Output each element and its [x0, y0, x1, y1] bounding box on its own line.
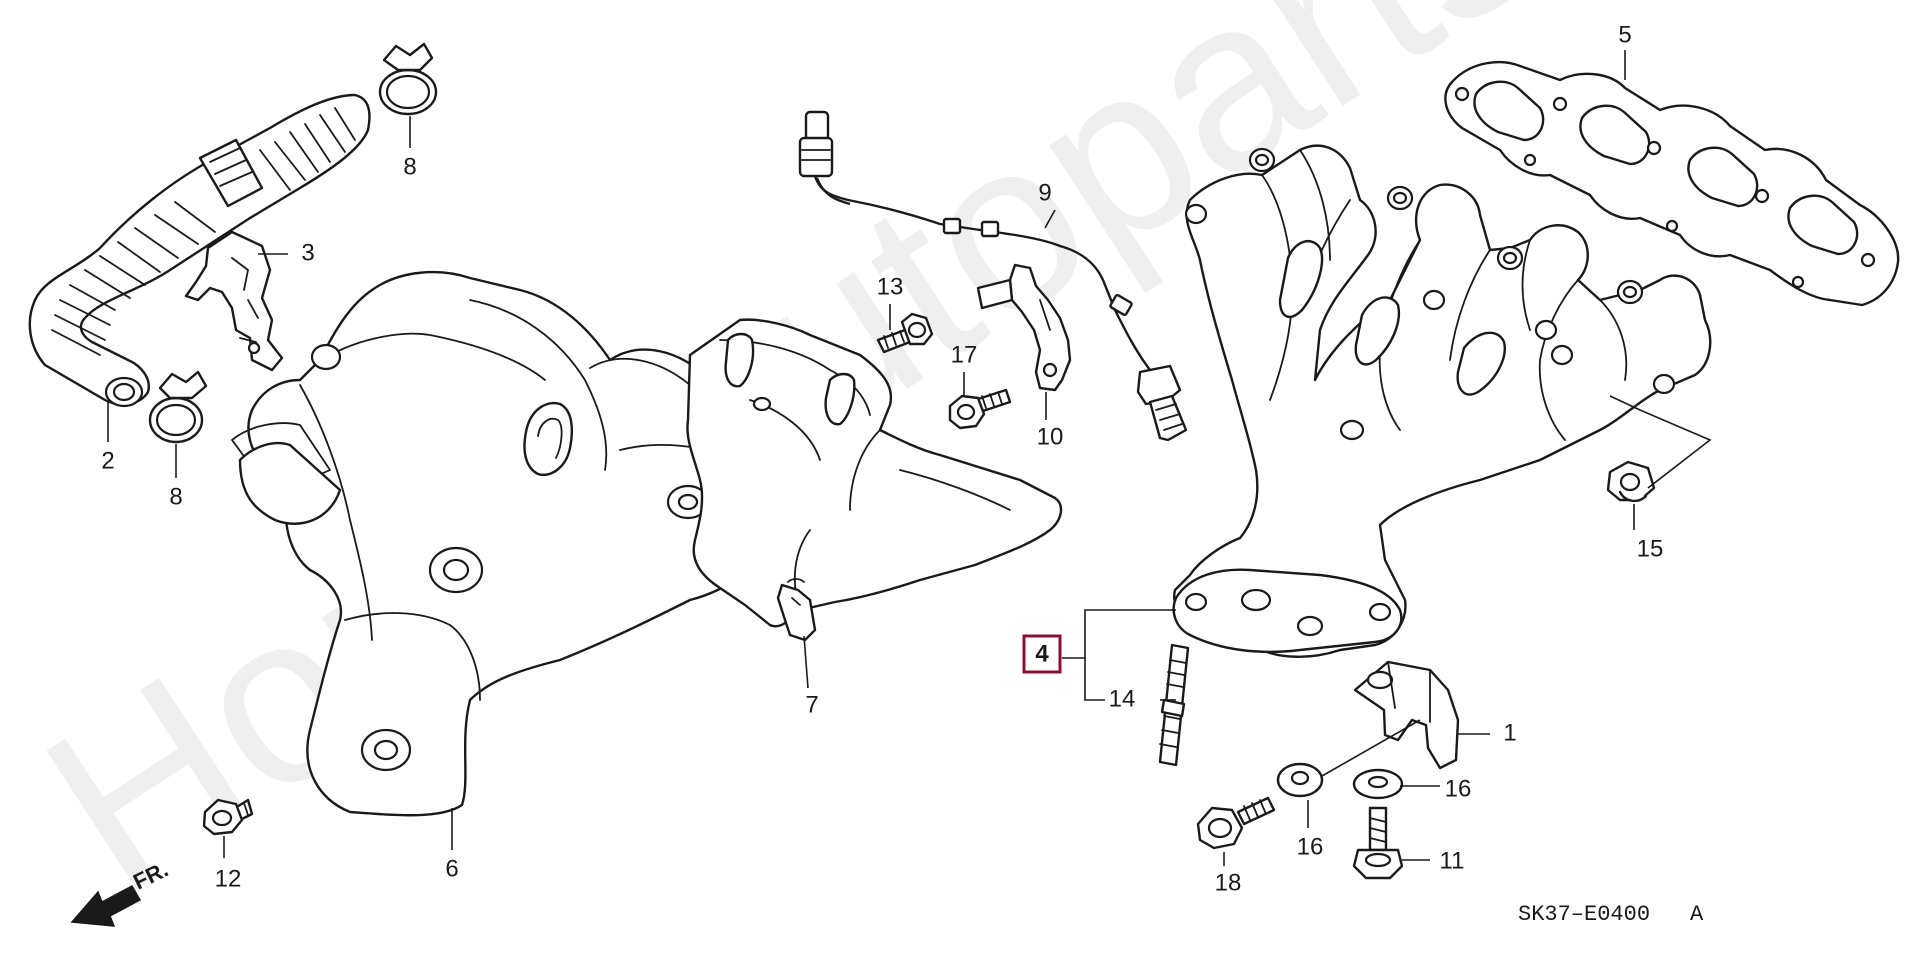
part-8-hose-clamp-top[interactable] [378, 42, 438, 116]
part-11-bolt[interactable] [1352, 806, 1404, 880]
direction-arrow-icon [70, 884, 142, 927]
callout-9: 9 [1038, 179, 1051, 206]
part-6-main-heat-shield[interactable] [231, 270, 795, 817]
part-18-bolt[interactable] [1196, 796, 1276, 850]
callout-15: 15 [1637, 535, 1664, 562]
part-16-washer-left[interactable] [1276, 762, 1324, 798]
callout-13: 13 [877, 273, 904, 300]
callout-6: 6 [445, 855, 458, 882]
callout-17: 17 [951, 341, 978, 368]
part-16-washer-right[interactable] [1352, 768, 1404, 800]
callout-18: 18 [1215, 869, 1242, 896]
callout-11: 11 [1440, 847, 1465, 874]
part-4-exhaust-manifold[interactable] [1172, 144, 1712, 658]
part-1-manifold-bracket[interactable] [1353, 660, 1460, 770]
part-9-oxygen-sensor[interactable] [798, 110, 1188, 442]
part-3-pipe-bracket[interactable] [184, 230, 284, 372]
callout-7: 7 [805, 691, 818, 718]
callout-2: 2 [101, 447, 114, 474]
callout-16-left: 16 [1297, 833, 1324, 860]
part-17-bolt[interactable] [948, 388, 1012, 430]
part-8-hose-clamp-bottom[interactable] [148, 370, 208, 444]
callout-numbers: 1 2 3 4 5 6 7 8 8 9 10 11 12 13 14 15 16… [101, 21, 1663, 896]
callout-8-bottom: 8 [169, 483, 182, 510]
part-13-bolt[interactable] [876, 312, 934, 354]
callout-4-selected[interactable]: 4 [1022, 634, 1062, 674]
callout-12: 12 [215, 865, 242, 892]
callout-5: 5 [1618, 21, 1631, 48]
callout-4: 4 [1035, 640, 1049, 667]
leader-lines [107, 50, 1712, 866]
diagram-revision: A [1690, 902, 1704, 927]
part-7-upper-heat-shield[interactable] [686, 318, 1063, 642]
diagram-code-number: SK37–E0400 [1518, 902, 1650, 927]
part-5-manifold-gasket[interactable] [1444, 60, 1900, 307]
callout-16-right: 16 [1445, 775, 1472, 802]
callout-10: 10 [1037, 423, 1064, 450]
part-15-nut[interactable] [1606, 460, 1656, 503]
part-12-bolt[interactable] [202, 798, 254, 836]
part-14-stud-bolt[interactable] [1158, 643, 1190, 767]
diagram-code: SK37–E0400 A [1518, 902, 1704, 927]
part-10-sensor-bracket[interactable] [976, 263, 1072, 392]
part-2-flexible-pipe[interactable] [28, 93, 371, 408]
callout-1: 1 [1503, 719, 1516, 746]
callout-3: 3 [301, 239, 314, 266]
callout-14: 14 [1109, 685, 1136, 712]
callout-8-top: 8 [403, 153, 416, 180]
